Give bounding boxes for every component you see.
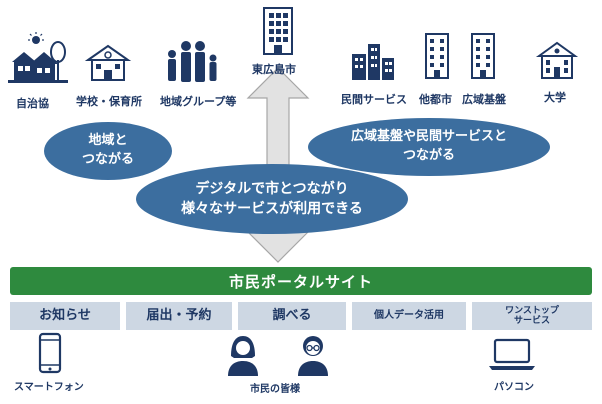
- label-pc: パソコン: [494, 382, 534, 393]
- label-jichikai: 自治協: [16, 97, 49, 110]
- label-smartphone: スマートフォン: [14, 382, 84, 393]
- bubble-local-text: 地域と つながる: [81, 133, 134, 167]
- service-one-stop[interactable]: ワンストップ サービス: [472, 302, 592, 330]
- service-search-label: 調べる: [272, 307, 312, 323]
- school-icon: [84, 44, 132, 81]
- bubble-wide: 広域基盤や民間サービスと つながる: [308, 118, 550, 176]
- office-buildings-icon: [352, 44, 394, 80]
- label-school: 学校・保育所: [76, 95, 142, 108]
- service-personal-data-label: 個人データ活用: [374, 310, 444, 322]
- service-notice-label: お知らせ: [39, 307, 91, 323]
- wide-area-building-icon: [471, 33, 495, 79]
- service-search[interactable]: 調べる: [238, 302, 346, 330]
- label-university: 大学: [544, 91, 566, 104]
- service-application-label: 届出・予約: [146, 307, 212, 323]
- label-other-city: 他都市: [419, 93, 452, 106]
- service-application[interactable]: 届出・予約: [126, 302, 232, 330]
- citizen-man-icon: [298, 336, 328, 376]
- laptop-icon: [489, 338, 535, 370]
- portal-title: 市民ポータルサイト: [228, 272, 373, 291]
- university-icon: [535, 41, 579, 79]
- bubble-wide-text: 広域基盤や民間サービスと つながる: [350, 129, 507, 163]
- city-hall-icon: [263, 7, 293, 55]
- bubble-digital-text: デジタルで市とつながり 様々なサービスが利用できる: [181, 180, 363, 217]
- other-city-building-icon: [425, 33, 449, 79]
- service-personal-data[interactable]: 個人データ活用: [352, 302, 466, 330]
- smartphone-icon: [38, 332, 62, 374]
- citizen-woman-icon: [228, 336, 258, 376]
- service-one-stop-label: ワンストップ サービス: [505, 305, 559, 326]
- bubble-local: 地域と つながる: [44, 122, 172, 180]
- portal-title-bar[interactable]: 市民ポータルサイト: [10, 267, 592, 295]
- label-city: 東広島市: [252, 63, 296, 76]
- label-community: 地域グループ等: [160, 95, 237, 108]
- bubble-digital: デジタルで市とつながり 様々なサービスが利用できる: [136, 164, 408, 234]
- houses-icon: [8, 32, 68, 83]
- label-wide-area: 広域基盤: [462, 93, 506, 106]
- label-private: 民間サービス: [341, 93, 407, 106]
- label-citizens: 市民の皆様: [250, 384, 300, 395]
- people-group-icon: [168, 41, 217, 82]
- service-notice[interactable]: お知らせ: [10, 302, 120, 330]
